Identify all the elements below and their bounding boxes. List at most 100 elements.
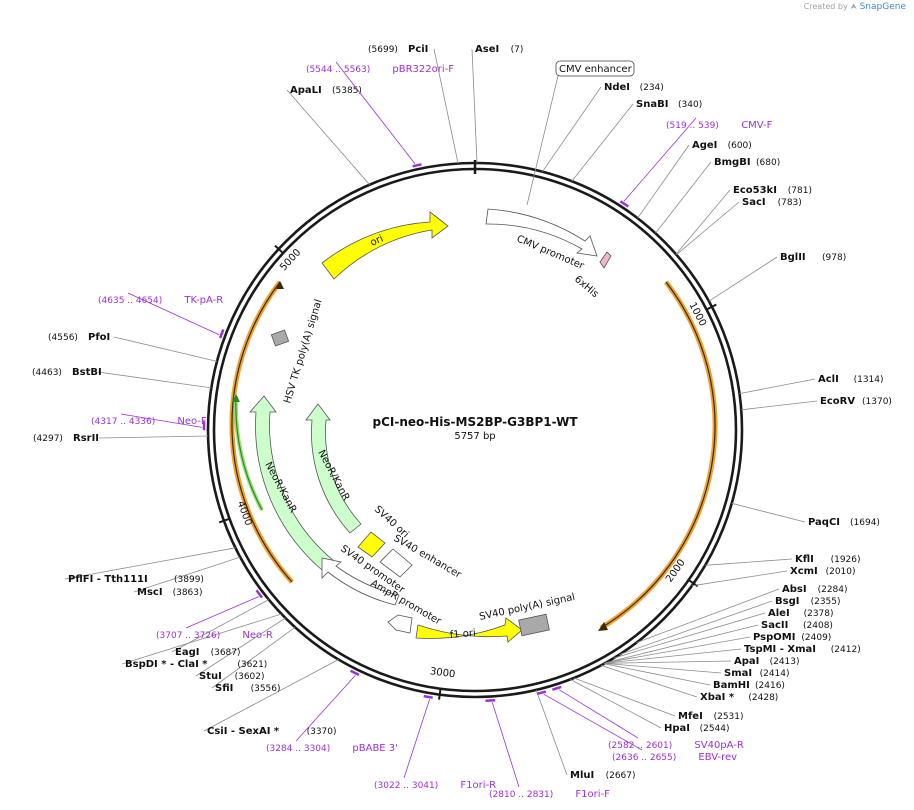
primer-position: (2810 .. 2831): [489, 790, 553, 800]
enzyme-lead: [113, 336, 218, 362]
primer-lead: [335, 61, 416, 164]
enzyme-position: (680): [756, 158, 780, 168]
primer-name: pBR322ori-F: [392, 64, 454, 75]
feature-label-ori: ori: [369, 233, 385, 248]
ruler-tick-4000: [218, 518, 229, 524]
enzyme-lead: [613, 612, 766, 659]
snapgene-credit: Created by ⮝ SnapGene: [804, 2, 906, 12]
enzyme-name: MscI: [137, 587, 163, 598]
enzyme-lead: [203, 659, 339, 732]
primer-position: (4635 .. 4654): [98, 296, 162, 306]
enzyme-lead: [571, 103, 634, 182]
feature-6xhis: [599, 251, 612, 269]
enzyme-lead: [286, 89, 370, 185]
primer-position: (2636 .. 2655): [612, 753, 676, 763]
enzyme-name: BspDI * - ClaI *: [125, 659, 208, 670]
enzyme-lead: [98, 435, 209, 439]
plasmid-size: 5757 bp: [454, 431, 495, 442]
enzyme-position: (1694): [850, 518, 880, 528]
enzyme-lead: [604, 660, 732, 664]
enzyme-name: BglII: [780, 252, 806, 263]
feature-sv40-promoter: [321, 557, 400, 606]
enzyme-name: Eco53kI: [733, 185, 777, 196]
enzyme-position: (3899): [174, 575, 204, 585]
enzyme-position: (2414): [760, 669, 790, 679]
credit-brand: SnapGene: [859, 2, 906, 12]
enzyme-position: (234): [640, 83, 664, 93]
backbone-outer-ring: [206, 161, 744, 699]
primer-mark: [412, 163, 422, 168]
enzyme-position: (3621): [237, 660, 267, 670]
primer-lead: [127, 292, 220, 336]
enzyme-name: SacI: [742, 197, 766, 208]
enzyme-position: (4463): [32, 368, 62, 378]
orf-arc-g3bp1-head: [598, 622, 608, 631]
plasmid-name: pCI-neo-His-MS2BP-G3BP1-WT: [372, 415, 578, 429]
primer-name: CMV-F: [741, 120, 772, 131]
enzyme-name: AgeI: [692, 140, 717, 151]
enzyme-position: (2412): [831, 645, 861, 655]
primer-name: Neo-R: [242, 630, 273, 641]
enzyme-position: (3863): [173, 588, 203, 598]
enzyme-lead: [542, 86, 602, 172]
feature-f1-ori: [415, 617, 523, 643]
primer-lead: [185, 596, 259, 629]
enzyme-lead: [655, 161, 712, 234]
enzyme-position: (2531): [714, 712, 744, 722]
primer-position: (3284 .. 3304): [266, 744, 330, 754]
feature-hsv-tk-polya: [270, 329, 290, 347]
enzyme-lead: [535, 689, 568, 776]
enzyme-name: NdeI: [604, 82, 630, 93]
feature-sv40-enhancer: [379, 548, 413, 578]
enzyme-name: StuI: [199, 671, 222, 682]
enzyme-lead: [619, 600, 773, 655]
enzyme-position: (2413): [770, 657, 800, 667]
enzyme-position: (600): [728, 141, 752, 151]
enzyme-lead: [691, 570, 788, 587]
enzyme-lead: [605, 648, 742, 664]
primer-mark: [218, 329, 225, 339]
enzyme-position: (2544): [700, 724, 730, 734]
enzyme-name: HpaI: [664, 723, 690, 734]
cmv-enhancer-lead: [526, 75, 559, 206]
enzyme-position: (3602): [235, 672, 265, 682]
enzyme-lead: [64, 547, 236, 580]
enzyme-position: (340): [678, 100, 702, 110]
enzyme-position: (5385): [332, 86, 362, 96]
enzyme-position: (2355): [811, 597, 841, 607]
enzyme-lead: [675, 189, 731, 255]
enzyme-lead: [604, 663, 722, 674]
enzyme-position: (4297): [33, 434, 63, 444]
enzyme-name: KflI: [795, 554, 814, 565]
orf-arc-neo-head: [276, 281, 284, 289]
enzyme-lead: [708, 256, 778, 302]
primer-lead: [623, 117, 697, 202]
enzyme-lead: [97, 371, 212, 389]
enzyme-lead: [636, 588, 780, 644]
feature-label-6xhis: 6xHis: [572, 274, 600, 300]
primer-lead: [558, 689, 639, 739]
backbone-inner-ring: [212, 167, 738, 693]
enzyme-name: XcmI: [790, 566, 818, 577]
feature-neor-inner: [305, 403, 362, 534]
enzyme-name: AclI: [818, 374, 839, 385]
primer-mark: [619, 200, 629, 208]
enzyme-name: PaqCI: [808, 517, 840, 528]
primer-lead: [543, 693, 643, 751]
snapgene-logo-icon: ⮝: [850, 2, 858, 11]
primer-position: (2582 .. 2601): [608, 741, 672, 751]
enzyme-lead: [570, 679, 662, 729]
enzyme-name: MluI: [570, 770, 594, 781]
enzyme-name: BmgBI: [714, 157, 751, 168]
enzyme-name: PspOMI: [753, 632, 795, 643]
primer-mark: [485, 698, 496, 703]
enzyme-position: (2284): [818, 585, 848, 595]
primer-mark: [423, 694, 433, 699]
enzyme-lead: [606, 624, 759, 663]
enzyme-lead: [741, 400, 818, 411]
enzyme-name: AbsI: [782, 584, 807, 595]
primer-name: SV40pA-R: [694, 740, 743, 751]
enzyme-position: (3687): [211, 648, 241, 658]
feature-label-hsv-tk-polya: HSV TK poly(A) signal: [282, 298, 324, 405]
primer-lead: [120, 413, 203, 428]
